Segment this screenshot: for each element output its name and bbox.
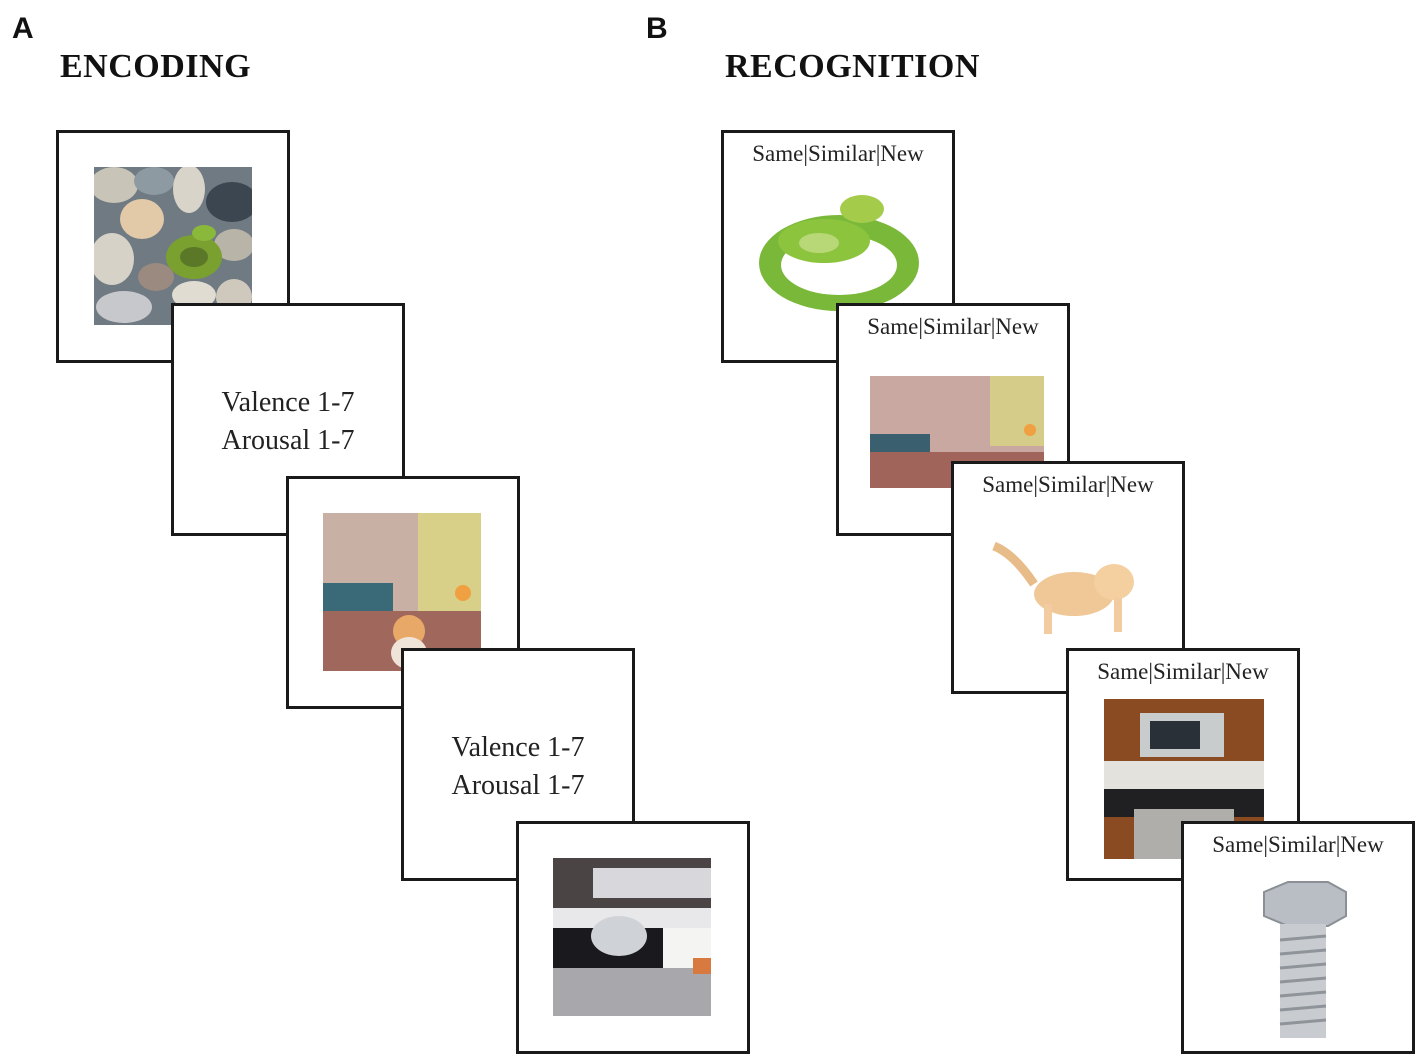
response-options-label: Same|Similar|New bbox=[982, 472, 1154, 497]
arousal-scale-label: Arousal 1-7 bbox=[451, 770, 585, 801]
valence-scale-label: Valence 1-7 bbox=[221, 387, 355, 418]
arousal-scale-label: Arousal 1-7 bbox=[221, 425, 355, 456]
response-options-label: Same|Similar|New bbox=[1097, 659, 1269, 684]
recognition-card-5: Same|Similar|New bbox=[1181, 821, 1415, 1054]
encoding-title: ENCODING bbox=[60, 48, 252, 85]
recognition-card-4: Same|Similar|New bbox=[1066, 648, 1300, 881]
encoding-card-3 bbox=[516, 821, 750, 1054]
response-options-label: Same|Similar|New bbox=[867, 314, 1039, 339]
valence-scale-label: Valence 1-7 bbox=[451, 732, 585, 763]
response-options-label: Same|Similar|New bbox=[1212, 832, 1384, 857]
kitchen-image bbox=[1104, 699, 1264, 859]
kettle-on-stove-image bbox=[553, 858, 711, 1016]
panel-b-letter: B bbox=[646, 12, 668, 45]
recognition-title: RECOGNITION bbox=[725, 48, 980, 85]
green-snake-image bbox=[754, 191, 924, 321]
snake-on-rocks-image bbox=[94, 167, 252, 325]
kitten-image bbox=[984, 534, 1154, 644]
response-options-label: Same|Similar|New bbox=[752, 141, 924, 166]
encoding-card-1 bbox=[56, 130, 290, 363]
recognition-card-2: Same|Similar|New bbox=[836, 303, 1070, 536]
bolt-image bbox=[1252, 880, 1352, 1044]
panel-a-letter: A bbox=[12, 12, 34, 45]
